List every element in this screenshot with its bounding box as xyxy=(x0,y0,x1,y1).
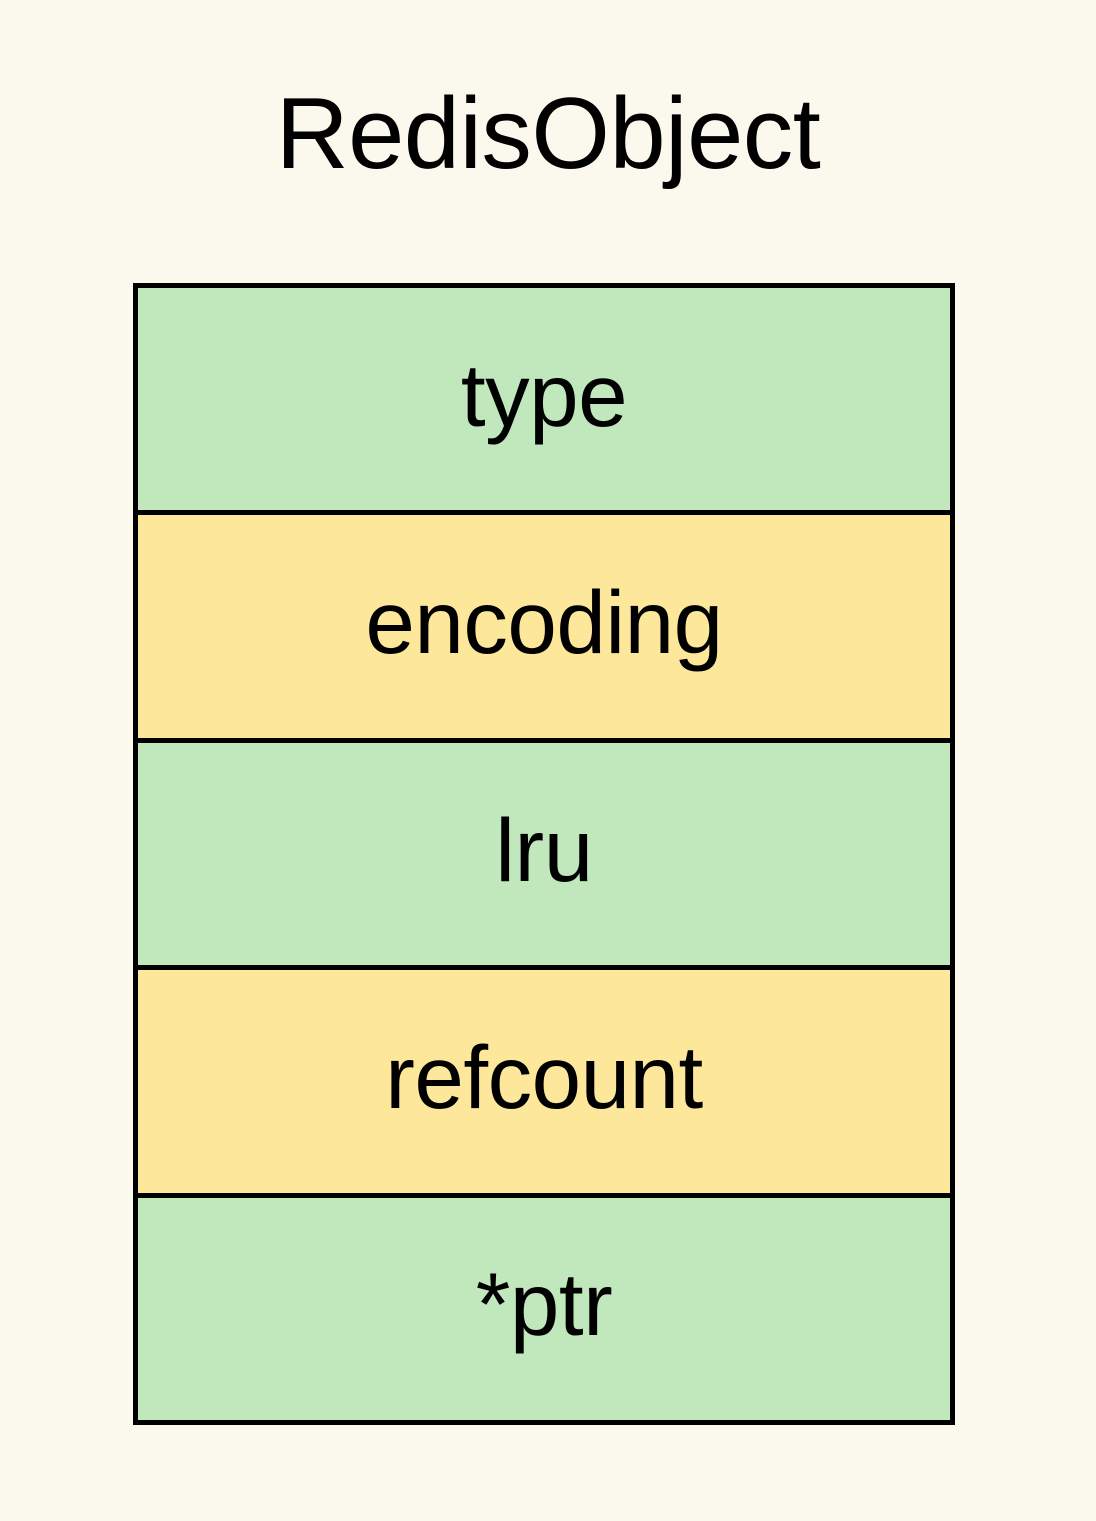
struct-field-row: lru xyxy=(138,742,950,971)
struct-field-row: encoding xyxy=(138,515,950,743)
struct-field-label: type xyxy=(460,344,628,445)
struct-field-label: lru xyxy=(495,799,593,900)
struct-field-label: encoding xyxy=(365,572,723,673)
struct-field-row: refcount xyxy=(138,970,950,1198)
struct-field-row: type xyxy=(138,288,950,516)
struct-field-label: *ptr xyxy=(475,1254,613,1355)
struct-field-label: refcount xyxy=(385,1026,703,1127)
page-title: RedisObject xyxy=(275,78,821,190)
struct-layout-box: type encoding lru refcount *ptr xyxy=(133,283,955,1425)
struct-field-row: *ptr xyxy=(138,1197,950,1421)
